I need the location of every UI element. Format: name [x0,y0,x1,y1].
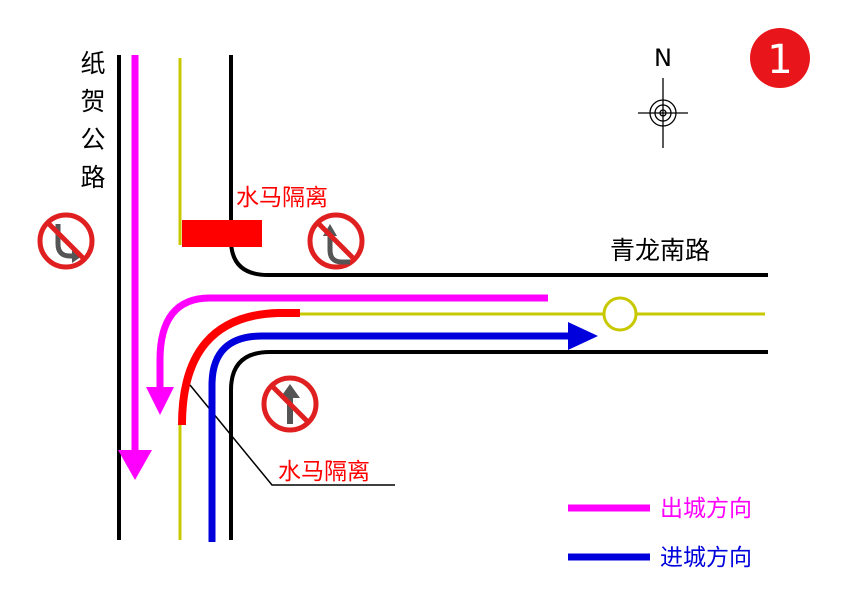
compass: N [638,44,688,148]
outbound-route [118,55,548,480]
vertical-road-right-edge-bottom [229,350,768,540]
no-u-turn-sign [37,212,95,270]
barrier-label-bottom: 水马隔离 [278,459,370,485]
horizontal-road-name: 青龙南路 [610,236,710,265]
barrier-top [182,220,262,247]
legend-inbound-label: 进城方向 [660,545,752,571]
legend-outbound-label: 出城方向 [660,496,752,522]
no-left-turn-sign [307,212,365,270]
badge-number: 1 [767,37,792,83]
barrier-label-top: 水马隔离 [236,185,328,211]
inbound-arrowhead [568,322,598,350]
inbound-route [208,322,598,542]
vertical-road-char-3: 公 [80,125,105,154]
no-straight-sign [261,375,319,433]
vertical-road-char-4: 路 [80,163,105,192]
vertical-road-char-1: 纸 [80,49,105,78]
legend: 出城方向 进城方向 [568,496,752,571]
outbound-turn-line [156,294,548,392]
barrier-label-leader [189,384,395,486]
vertical-road-char-2: 贺 [80,87,105,116]
outbound-turn-arrowhead [146,387,174,415]
outbound-straight-arrowhead [118,450,152,480]
number-badge: 1 [750,28,810,88]
center-circle [602,296,638,332]
inbound-line [208,332,572,542]
center-lines [178,58,765,540]
barrier-bottom [178,309,300,426]
compass-icon [638,78,688,148]
vertical-road-name: 纸 贺 公 路 [80,49,105,192]
north-label: N [654,44,672,72]
